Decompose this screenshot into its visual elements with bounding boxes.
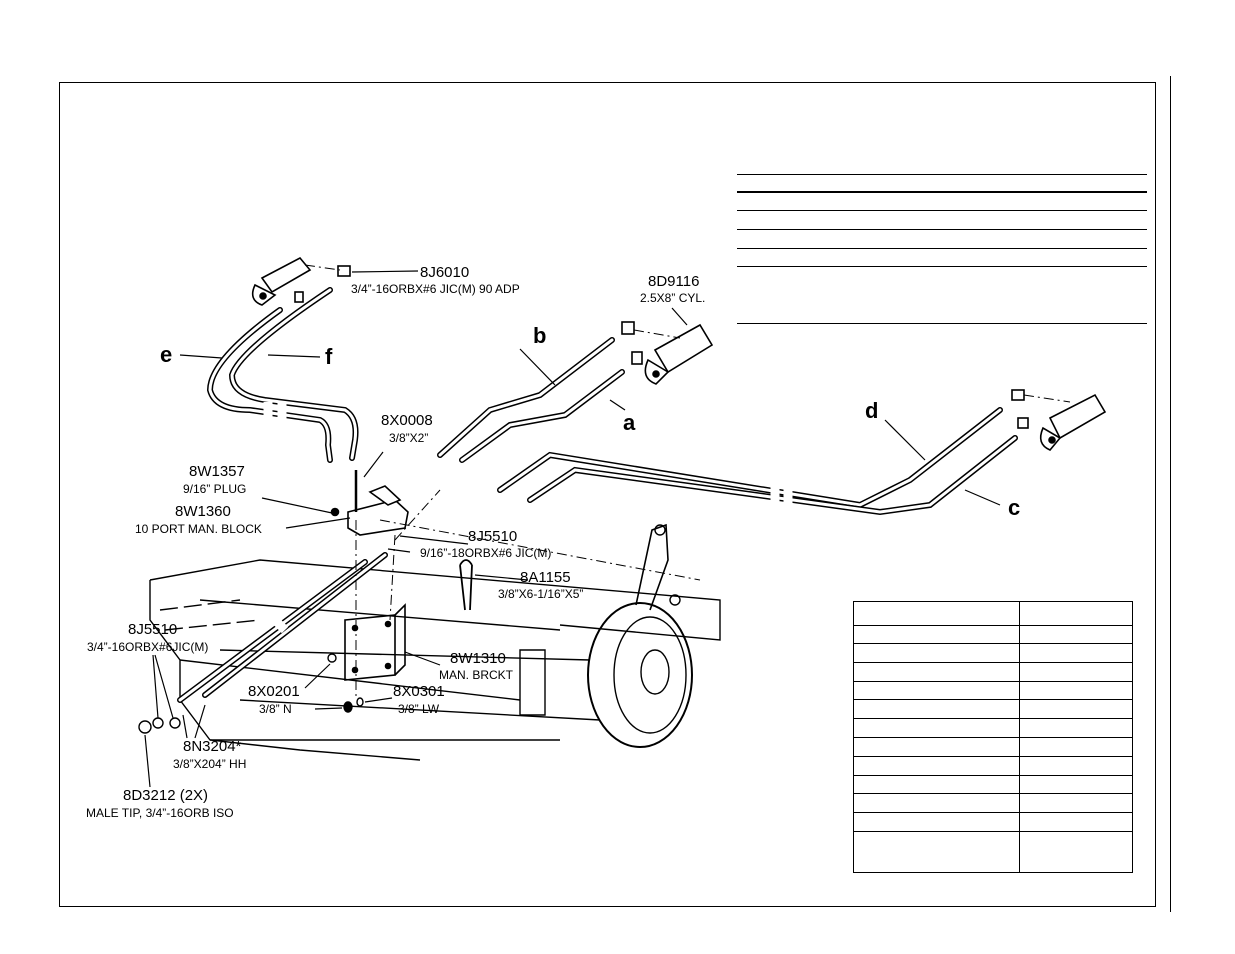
letter-d: d <box>865 398 878 423</box>
side-table-row <box>854 831 1132 832</box>
page-frame <box>59 82 1156 907</box>
wheel <box>587 523 693 748</box>
hose-letter-labels: b a e f d c <box>160 323 1020 520</box>
desc-8j6010: 3/4”-16ORBX#6 JIC(M) 90 ADP <box>351 282 520 296</box>
plug <box>330 507 340 517</box>
hose-breaks <box>263 402 793 634</box>
desc-8x0008: 3/8”X2” <box>389 431 428 445</box>
hardware <box>138 653 364 734</box>
top-table-row <box>737 266 1147 323</box>
part-8n3204: 8N3204* <box>183 738 242 755</box>
u-bolt <box>459 559 473 611</box>
letter-f: f <box>325 344 333 369</box>
tire-inner <box>613 616 687 734</box>
side-table-row <box>854 662 1132 663</box>
desc-8w1357: 9/16” PLUG <box>183 482 246 496</box>
part-8w1360: 8W1360 <box>175 503 231 520</box>
male-tip-1 <box>138 720 152 734</box>
manifold-bracket <box>344 603 406 681</box>
side-rule <box>1170 76 1171 912</box>
side-table-row <box>854 793 1132 794</box>
side-table-row <box>854 812 1132 813</box>
top-table-row <box>737 248 1147 266</box>
cylinders <box>251 256 1107 451</box>
cylinder-right <box>1011 389 1107 451</box>
desc-8n3204: 3/8”X204” HH <box>173 757 246 771</box>
part-8j6010: 8J6010 <box>420 264 469 281</box>
centerlines <box>304 264 1071 700</box>
side-table-row <box>854 775 1132 776</box>
tire <box>587 602 693 748</box>
desc-8w1360: 10 PORT MAN. BLOCK <box>135 522 262 536</box>
side-table-row <box>854 681 1132 682</box>
manifold-block <box>330 470 409 536</box>
frame-post <box>519 649 546 716</box>
part-8x0008: 8X0008 <box>381 412 433 429</box>
top-table-row <box>737 210 1147 229</box>
desc-8w1310: MAN. BRCKT <box>439 668 514 682</box>
leader-lines <box>144 270 1001 788</box>
top-table <box>737 174 1147 324</box>
desc-8j5510-top: 9/16”-18ORBX#6 JIC(M) <box>420 546 551 560</box>
arm-pivot <box>654 524 666 536</box>
hose-d <box>497 407 1003 509</box>
side-table <box>853 601 1133 873</box>
letter-a: a <box>623 410 636 435</box>
top-table-row <box>737 323 1147 324</box>
side-table-row <box>854 643 1132 644</box>
side-table-row <box>854 756 1132 757</box>
desc-8d9116: 2.5X8” CYL. <box>640 291 705 305</box>
side-table-row <box>854 737 1132 738</box>
desc-8x0301: 3/8” LW <box>398 702 440 716</box>
bracket-side <box>394 603 406 676</box>
adapter-2 <box>169 717 181 729</box>
top-table-row <box>737 229 1147 248</box>
side-table-row <box>854 718 1132 719</box>
top-table-row <box>737 174 1147 191</box>
part-8x0201: 8X0201 <box>248 683 300 700</box>
part-8w1310: 8W1310 <box>450 650 506 667</box>
part-8a1155: 8A1155 <box>520 569 571 586</box>
block-top <box>368 485 402 506</box>
top-table-row <box>737 191 1147 210</box>
hoses <box>177 287 1018 703</box>
desc-8x0201: 3/8” N <box>259 702 292 716</box>
letter-e: e <box>160 342 172 367</box>
cylinder-8d9116 <box>621 321 714 385</box>
arm-pivot-lower <box>669 594 681 606</box>
adapter-1 <box>152 717 164 729</box>
desc-8j5510-bottom: 3/4”-16ORBX#6JIC(M) <box>87 640 208 654</box>
part-8j5510-bottom: 8J5510 <box>128 621 177 638</box>
frame-rail-rear <box>149 559 721 641</box>
part-8d9116: 8D9116 <box>648 273 699 290</box>
part-8x0301: 8X0301 <box>393 683 445 700</box>
part-8d3212: 8D3212 (2X) <box>123 787 208 804</box>
washer <box>343 701 353 713</box>
desc-8a1155: 3/8”X6-1/16”X5” <box>498 587 583 601</box>
u-bolt-shape <box>459 559 473 611</box>
hub <box>640 649 670 695</box>
lock-washer <box>356 697 364 707</box>
wheel-arm <box>635 523 669 611</box>
desc-8d3212: MALE TIP, 3/4”-16ORB ISO <box>86 806 234 820</box>
frame-dash <box>159 599 261 631</box>
nut <box>327 653 337 663</box>
part-labels: 8J6010 3/4”-16ORBX#6 JIC(M) 90 ADP 8D911… <box>86 264 705 820</box>
part-8w1357: 8W1357 <box>189 463 245 480</box>
cylinder-top-left <box>251 256 351 306</box>
letter-c: c <box>1008 495 1020 520</box>
side-table-row <box>854 699 1132 700</box>
side-table-row <box>854 625 1132 626</box>
letter-b: b <box>533 323 546 348</box>
part-8j5510-top: 8J5510 <box>468 528 517 545</box>
